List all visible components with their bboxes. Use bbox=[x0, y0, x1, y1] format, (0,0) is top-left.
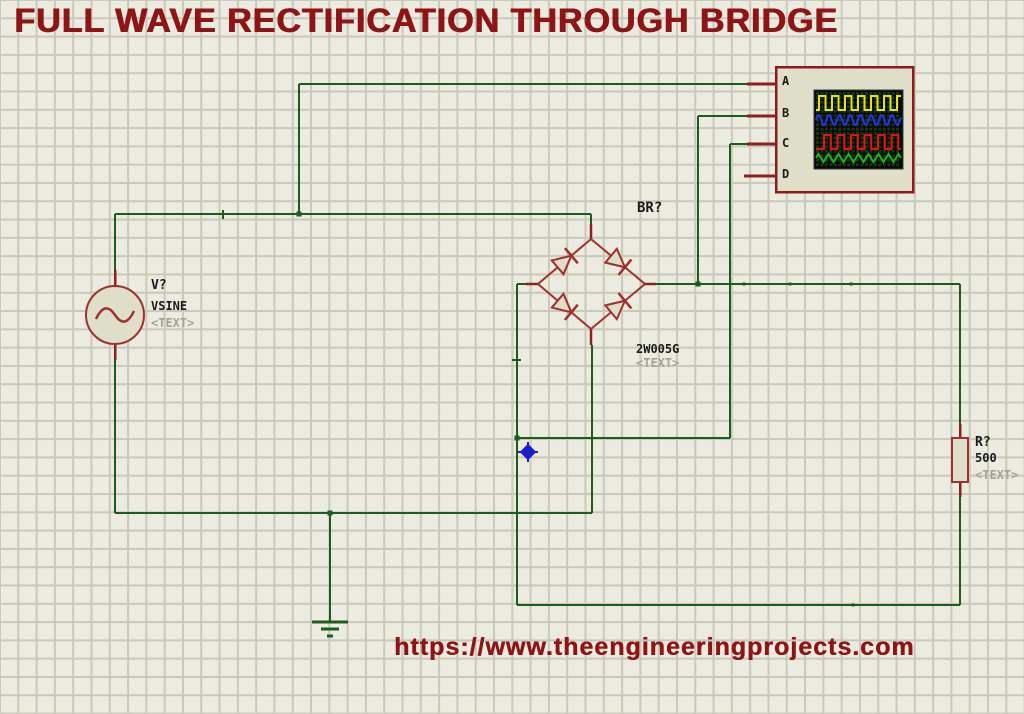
scope-channel-c-label: C bbox=[782, 136, 790, 150]
diode-top-left bbox=[550, 247, 579, 277]
scope-channel-a-label: A bbox=[782, 74, 790, 88]
schematic-title: FULL WAVE RECTIFICATION THROUGH BRIDGE bbox=[14, 2, 838, 40]
resistor-value-label[interactable]: 500 bbox=[975, 451, 997, 465]
wire-ac-top-net[interactable] bbox=[114, 213, 592, 270]
bridge-ref-label[interactable]: BR? bbox=[637, 200, 663, 216]
diode-top-right bbox=[603, 246, 633, 276]
scope-pin-stubs bbox=[744, 82, 776, 178]
wire-dc-minus-net[interactable] bbox=[516, 143, 961, 606]
wire-dc-plus-net[interactable] bbox=[656, 115, 961, 424]
scope-waveforms bbox=[815, 92, 902, 167]
vsine-value-label[interactable]: VSINE bbox=[151, 299, 188, 313]
resistor-ref-label[interactable]: R? bbox=[975, 435, 991, 450]
resistor-text-placeholder[interactable]: <TEXT> bbox=[975, 468, 1019, 482]
sine-symbol-icon bbox=[94, 307, 136, 323]
vsine-ref-label[interactable]: V? bbox=[151, 278, 167, 293]
watermark-url: https://www.theengineeringprojects.com bbox=[394, 633, 915, 661]
bridge-text-placeholder[interactable]: <TEXT> bbox=[636, 356, 680, 370]
oscilloscope[interactable] bbox=[744, 65, 915, 194]
scope-channel-b-label: B bbox=[782, 106, 790, 120]
vsine-text-placeholder[interactable]: <TEXT> bbox=[151, 316, 195, 330]
ground-symbol[interactable] bbox=[312, 620, 348, 638]
origin-marker-icon bbox=[518, 442, 538, 462]
scope-channel-d-label: D bbox=[782, 167, 790, 181]
bridge-value-label[interactable]: 2W005G bbox=[636, 342, 680, 356]
diode-bottom-left bbox=[550, 291, 579, 321]
diode-bottom-right bbox=[603, 292, 633, 322]
wire-ac-bottom-net[interactable] bbox=[114, 345, 593, 622]
wire-join-ticks bbox=[222, 210, 521, 361]
wire-scope-a-net[interactable] bbox=[298, 83, 747, 214]
load-resistor[interactable] bbox=[951, 424, 969, 497]
wire-junction-dots bbox=[296, 211, 855, 607]
bridge-rectifier[interactable] bbox=[526, 224, 656, 345]
vsine-source[interactable] bbox=[85, 270, 145, 360]
